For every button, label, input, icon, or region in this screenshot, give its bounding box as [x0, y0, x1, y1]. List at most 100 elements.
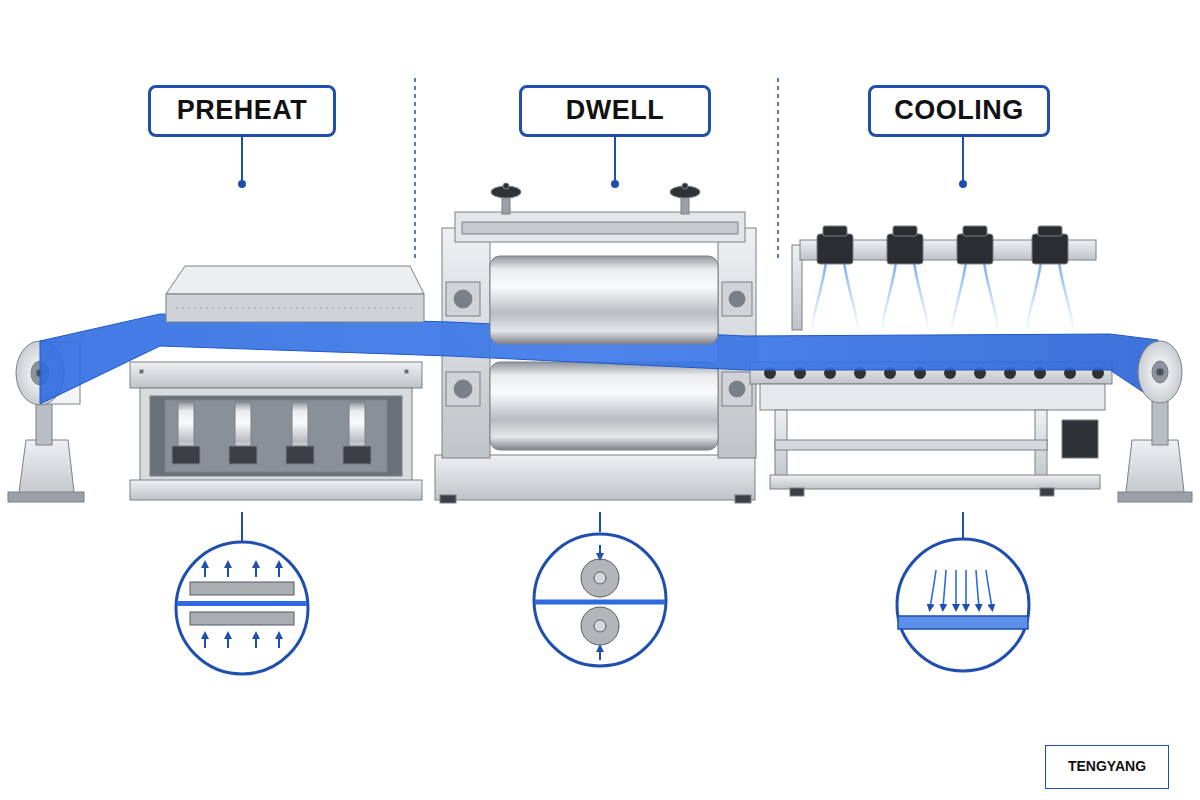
heating-detail-icon [204, 564, 206, 577]
nip-detail-icon [599, 648, 601, 660]
air-nozzle-bar [1049, 262, 1052, 328]
upper-heating-plate [166, 266, 424, 322]
nip-detail-icon [581, 607, 619, 645]
section-title: COOLING [894, 96, 1024, 126]
air-nozzle-bar [812, 262, 1073, 328]
heating-detail-icon [176, 542, 308, 674]
air-nozzle-bar [1032, 234, 1068, 264]
heating-detail-icon [255, 635, 257, 648]
leader-line [238, 180, 246, 188]
cooling-detail-icon [897, 539, 1029, 671]
rewind-roll [1118, 492, 1192, 502]
air-nozzle-bar [893, 226, 917, 236]
nip-roller-unit [462, 222, 738, 234]
nip-roller-upper [454, 290, 472, 308]
unwind-roll [18, 440, 75, 500]
heating-detail-icon [205, 564, 279, 648]
cooling-conveyor [1062, 420, 1098, 458]
heating-press [405, 370, 408, 373]
section-label: PREHEAT [148, 85, 336, 137]
nip-roller-unit [735, 495, 751, 503]
heating-press [165, 400, 387, 472]
upper-heating-plate [166, 266, 424, 294]
unwind-roll [8, 492, 84, 502]
heating-press [178, 402, 365, 462]
nip-detail-icon [534, 534, 666, 666]
nip-roller-upper [446, 282, 480, 316]
air-nozzle-bar [974, 262, 977, 328]
nip-roller-upper [729, 291, 745, 307]
heating-detail-icon [227, 564, 229, 577]
air-nozzle-bar [834, 262, 837, 328]
section-title: DWELL [566, 96, 664, 126]
air-nozzle-bar [1027, 262, 1041, 328]
heating-detail-icon [176, 542, 308, 674]
leader-line [241, 512, 243, 542]
section-divider [414, 78, 416, 258]
heating-detail-icon [177, 601, 307, 606]
heating-press [286, 446, 314, 464]
air-nozzle-bar [817, 234, 853, 264]
heating-press [140, 370, 143, 373]
section-divider [777, 78, 779, 258]
heating-press [130, 480, 422, 500]
leader-line [599, 512, 601, 532]
heating-press [229, 446, 257, 464]
nip-roller-unit [490, 362, 718, 450]
nip-roller-unit [446, 372, 480, 406]
heating-press [172, 446, 371, 464]
cooling-detail-icon [965, 570, 967, 608]
nip-roller-unit [722, 372, 752, 406]
cooling-detail-icon [930, 570, 992, 608]
nip-detail-icon [534, 534, 666, 666]
cooling-detail-icon [986, 570, 992, 608]
nip-roller-upper [446, 183, 752, 344]
air-nozzle-bar [887, 234, 923, 264]
nip-roller-upper [503, 183, 509, 189]
nip-roller-upper [722, 282, 752, 316]
leader-line [962, 512, 964, 538]
cooling-conveyor [770, 475, 1100, 489]
nip-detail-icon [599, 545, 601, 557]
heating-press [130, 362, 422, 388]
rewind-roll [1152, 400, 1168, 445]
leader-line [614, 133, 616, 180]
nip-roller-unit [729, 381, 745, 397]
leader-line [611, 180, 619, 188]
nip-roller-unit [435, 455, 755, 500]
section-title: PREHEAT [177, 96, 308, 126]
nip-detail-icon [535, 600, 665, 605]
cooling-detail-icon [943, 570, 946, 608]
heating-detail-icon [278, 564, 280, 577]
heating-press [172, 446, 200, 464]
heating-detail-icon [204, 635, 206, 648]
leader-line [962, 133, 964, 180]
air-nozzle-bar [882, 262, 896, 328]
air-nozzle-bar [984, 262, 998, 328]
nip-roller-upper [490, 256, 718, 344]
nip-roller-unit [454, 380, 472, 398]
section-label: DWELL [519, 85, 711, 137]
air-nozzle-bar [800, 226, 1096, 328]
nip-roller-unit [440, 495, 456, 503]
heating-detail-icon [227, 635, 229, 648]
rewind-roll [1125, 440, 1185, 500]
heating-detail-icon [278, 635, 280, 648]
nip-detail-icon [599, 545, 601, 660]
leader-line [241, 133, 243, 180]
heating-press [140, 388, 412, 483]
nip-detail-icon [594, 572, 606, 584]
cooling-detail-icon [930, 570, 936, 608]
nip-detail-icon [594, 620, 606, 632]
rewind-roll [1152, 361, 1168, 383]
air-nozzle-bar [1059, 262, 1073, 328]
nip-roller-upper [682, 183, 688, 189]
heating-detail-icon [255, 564, 257, 577]
air-nozzle-bar [1038, 226, 1062, 236]
watermark-text: TENGYANG [1068, 759, 1146, 774]
unwind-roll [36, 400, 52, 445]
upper-heating-plate [176, 308, 414, 309]
heating-detail-icon [190, 612, 294, 625]
heating-press [343, 446, 371, 464]
heating-press [150, 396, 402, 476]
